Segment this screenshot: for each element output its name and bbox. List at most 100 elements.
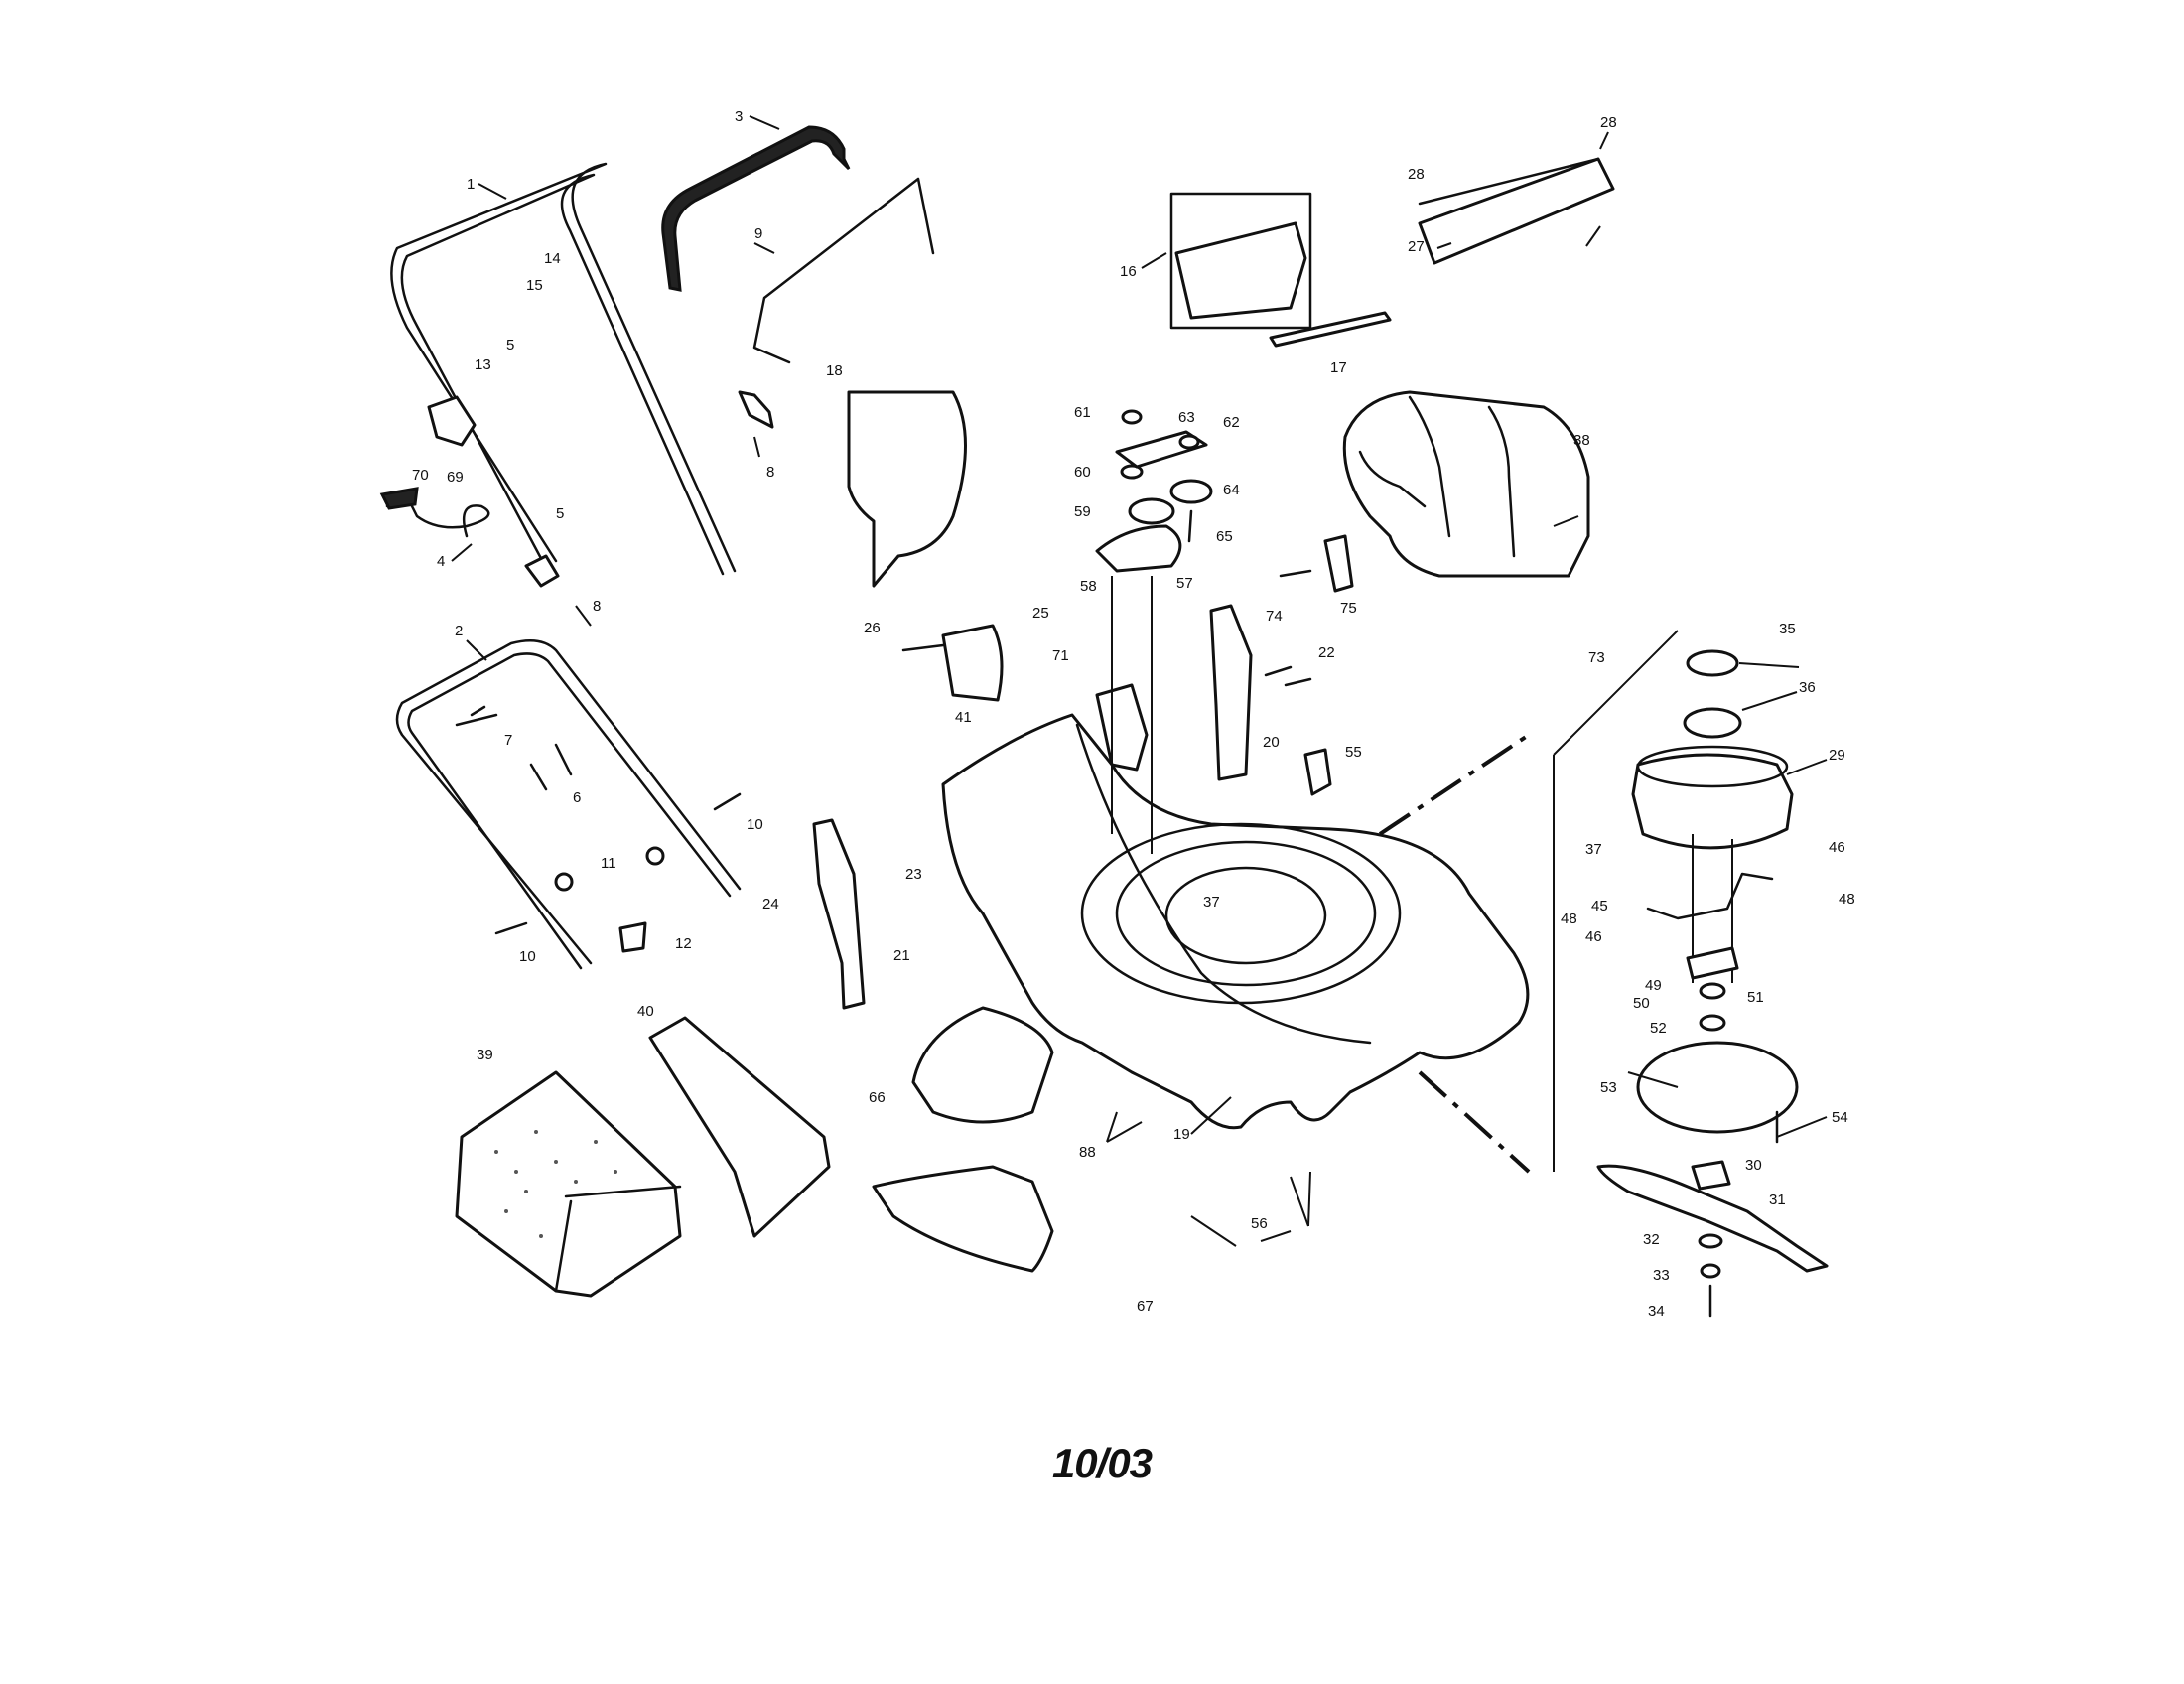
bail-control [752, 177, 935, 364]
engine [1342, 390, 1590, 578]
blade-housing-29 [1631, 753, 1794, 850]
callout-32: 32 [1643, 1231, 1660, 1248]
deck-frame-line [1553, 630, 1679, 1172]
callout-11: 11 [601, 855, 616, 872]
link-71 [1095, 683, 1149, 772]
callout-37-deck: 37 [1203, 894, 1220, 911]
deck-dashline-bottom [1418, 1070, 1531, 1174]
rear-deflector [911, 1006, 1054, 1124]
callout-8-bottom: 8 [593, 598, 601, 615]
callout-29: 29 [1829, 747, 1845, 764]
callout-39: 39 [477, 1047, 493, 1063]
callout-41: 41 [955, 709, 972, 726]
callout-28-left: 28 [1408, 166, 1425, 183]
bolt-74 [1279, 569, 1312, 578]
callout-22: 22 [1318, 644, 1335, 661]
diagram-date-code: 10/03 [1051, 1440, 1153, 1486]
bolt-65 [1187, 509, 1193, 543]
blade-plate-53 [1636, 1041, 1799, 1134]
lower-handle [395, 638, 742, 970]
nut-11b [645, 846, 665, 866]
callout-65: 65 [1216, 528, 1233, 545]
callout-leaders [451, 115, 1828, 1247]
callout-46-right: 46 [1829, 839, 1845, 856]
bearing-52 [1699, 1014, 1726, 1032]
lockwasher-33 [1700, 1263, 1721, 1279]
washer-51 [1699, 982, 1726, 1000]
callout-27: 27 [1408, 238, 1425, 255]
nut-61 [1121, 409, 1143, 425]
callout-25: 25 [1032, 605, 1049, 622]
rear-flap-rod [1418, 157, 1600, 206]
callout-30: 30 [1745, 1157, 1762, 1174]
callout-51: 51 [1747, 989, 1764, 1006]
callout-37-right: 37 [1585, 841, 1602, 858]
callout-19: 19 [1173, 1126, 1190, 1143]
callout-53: 53 [1600, 1079, 1617, 1096]
bolt-6 [529, 743, 573, 791]
callout-55: 55 [1345, 744, 1362, 761]
deck-dashline-top [1378, 733, 1531, 836]
callout-56: 56 [1251, 1215, 1268, 1232]
washer-32 [1698, 1233, 1723, 1249]
callout-28-right: 28 [1600, 114, 1617, 131]
knob-bolt-7 [455, 705, 498, 727]
callout-14: 14 [544, 250, 561, 267]
callout-5-bottom: 5 [556, 505, 564, 522]
washer-35 [1686, 649, 1739, 677]
blade-31 [1596, 1164, 1829, 1273]
callout-7: 7 [504, 732, 512, 749]
bolt-26 [901, 643, 945, 652]
grass-bag [455, 1070, 682, 1298]
callout-61: 61 [1074, 404, 1091, 421]
pulley-shaft-lines [1111, 576, 1153, 854]
callout-38: 38 [1573, 432, 1590, 449]
pulley-59 [1128, 497, 1175, 525]
callout-58: 58 [1080, 578, 1097, 595]
bracket-55 [1303, 748, 1332, 796]
handle-knob-upper [738, 390, 774, 429]
callout-88: 88 [1079, 1144, 1096, 1161]
callout-17: 17 [1330, 359, 1347, 376]
cable-tie-12 [618, 921, 647, 953]
callout-62: 62 [1223, 414, 1240, 431]
washer-60 [1120, 464, 1144, 480]
callout-labels: 1 2 3 4 5 5 6 7 8 8 9 10 10 11 12 13 14 … [412, 108, 1855, 1320]
callout-10-left: 10 [519, 948, 536, 965]
rope-guide [385, 494, 490, 538]
callout-12: 12 [675, 935, 692, 952]
handle-grip [661, 125, 851, 292]
trim-strip [1269, 311, 1392, 348]
chute-hinge [941, 624, 1004, 702]
bag-frame [648, 1016, 831, 1238]
callout-48-right: 48 [1839, 891, 1855, 908]
callout-9: 9 [754, 225, 762, 242]
mulch-plug-67 [872, 1165, 1054, 1273]
callout-20: 20 [1263, 734, 1280, 751]
callout-59: 59 [1074, 503, 1091, 520]
callout-1: 1 [467, 176, 475, 193]
adapter-36 [1683, 707, 1742, 739]
callout-40: 40 [637, 1003, 654, 1020]
callout-35: 35 [1779, 621, 1796, 637]
upper-handle [390, 162, 737, 576]
callout-23: 23 [905, 866, 922, 883]
callout-16: 16 [1120, 263, 1137, 280]
callout-15: 15 [526, 277, 543, 294]
pulley-64 [1169, 479, 1213, 504]
callout-10-right: 10 [747, 816, 763, 833]
callout-18: 18 [826, 362, 843, 379]
callout-63: 63 [1178, 409, 1195, 426]
callout-24: 24 [762, 896, 779, 912]
mounting-plate-57 [1095, 524, 1182, 573]
callout-69: 69 [447, 469, 464, 486]
bolt-22 [1264, 665, 1312, 687]
callout-67: 67 [1137, 1298, 1154, 1315]
adapter-30 [1691, 1160, 1731, 1191]
handle-knob-lower [524, 554, 560, 588]
callout-45: 45 [1591, 898, 1608, 914]
callout-36: 36 [1799, 679, 1816, 696]
callout-73: 73 [1588, 649, 1605, 666]
bracket-49 [1686, 946, 1739, 980]
callout-13: 13 [475, 356, 491, 373]
